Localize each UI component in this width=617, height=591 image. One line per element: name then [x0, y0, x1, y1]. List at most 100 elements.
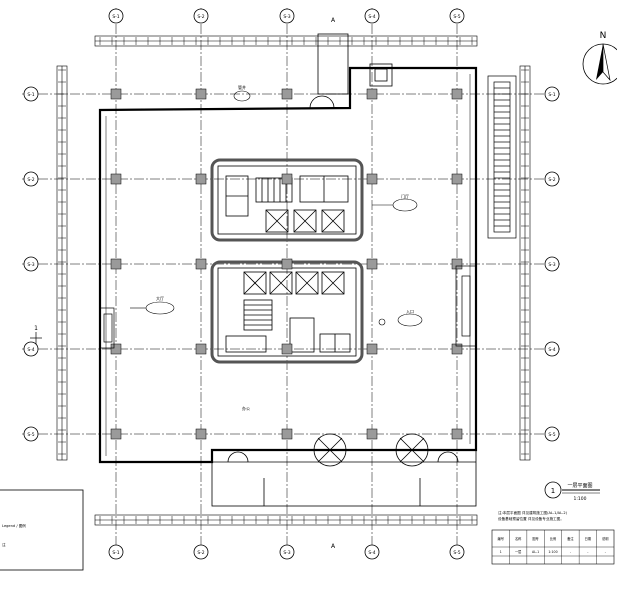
axis-bubble-label: S-4	[548, 347, 555, 353]
column	[110, 258, 122, 270]
plan-title-name: 一层平面图	[567, 483, 592, 489]
axis-bubble-top-4: S-4	[364, 8, 380, 24]
axis-bubble-bottom-5: S-5	[449, 544, 465, 560]
column	[366, 88, 378, 100]
axis-bubble-label: S-1	[112, 550, 119, 556]
room-label-lobby: 门厅	[401, 193, 409, 199]
left-legend-panel: Legend / 图例 注	[0, 489, 84, 571]
plan-title-block: 1 一层平面图 1:100	[544, 481, 600, 502]
axis-bubble-label: S-5	[453, 550, 460, 556]
table-value-cell: 一层	[515, 549, 521, 554]
left-section-mark: 1	[34, 325, 38, 332]
bottom-dimension-strip	[94, 514, 478, 526]
column	[451, 343, 463, 355]
axis-bubble-right-1: S-1	[544, 86, 560, 102]
column	[110, 88, 122, 100]
column	[110, 428, 122, 440]
north-arrow: N	[582, 31, 617, 85]
column	[366, 428, 378, 440]
table-header-cell: 编号	[498, 536, 504, 541]
table-value-cell: 1:100	[548, 550, 557, 554]
annotation-callouts	[130, 90, 423, 327]
right-stair	[455, 75, 517, 347]
axis-bubble-left-3: S-3	[23, 256, 39, 272]
axis-bubble-left-1: S-1	[23, 86, 39, 102]
axis-bubble-label: S-1	[548, 92, 555, 98]
axis-bubble-bottom-2: S-2	[193, 544, 209, 560]
column	[451, 173, 463, 185]
top-dimension-strip	[94, 35, 478, 47]
entrance-block	[211, 433, 477, 507]
plan-title-scale: 1:100	[574, 496, 587, 502]
axis-bubble-label: S-3	[548, 262, 555, 268]
table-header-cell: 图号	[532, 536, 538, 541]
column	[281, 258, 293, 270]
column	[281, 88, 293, 100]
axis-bubble-right-3: S-3	[544, 256, 560, 272]
sheet-note-line1: 注:本层平面图 详见建筑施工图(AL-1/AL-2)	[498, 510, 568, 515]
room-label-entry: 入口	[406, 309, 414, 314]
right-dimension-strip	[519, 65, 531, 461]
axis-bubble-top-3: S-3	[279, 8, 295, 24]
axis-bubble-bottom-1: S-1	[108, 544, 124, 560]
table-header-cell: 名称	[515, 536, 522, 541]
axis-bubble-top-2: S-2	[193, 8, 209, 24]
table-value-cell: 1	[500, 550, 502, 554]
column	[451, 428, 463, 440]
column	[195, 88, 207, 100]
column	[366, 258, 378, 270]
axis-bubble-right-4: S-4	[544, 341, 560, 357]
column	[451, 88, 463, 100]
axis-bubble-left-2: S-2	[23, 171, 39, 187]
table-header-cell: 说明	[602, 536, 608, 541]
axis-bubble-label: S-4	[27, 347, 34, 353]
axis-bubble-label: S-2	[197, 14, 204, 20]
axis-bubble-label: S-2	[197, 550, 204, 556]
bottom-section-mark: A	[331, 543, 336, 550]
axis-bubble-bottom-3: S-3	[279, 544, 295, 560]
column	[195, 428, 207, 440]
axis-bubble-left-5: S-5	[23, 426, 39, 442]
axis-bubble-right-5: S-5	[544, 426, 560, 442]
axis-bubble-label: S-3	[283, 550, 290, 556]
top-section-mark: A	[331, 17, 336, 24]
table-value-cell: -	[605, 550, 606, 554]
column	[195, 173, 207, 185]
column	[281, 428, 293, 440]
service-entrance	[309, 33, 393, 109]
column	[366, 173, 378, 185]
table-value-cell: -	[570, 550, 571, 554]
column	[366, 343, 378, 355]
room-label-shaft: 管井	[238, 84, 246, 90]
axis-bubble-label: S-3	[27, 262, 34, 268]
left-dimension-strip	[56, 65, 68, 461]
axis-bubble-top-5: S-5	[449, 8, 465, 24]
column	[451, 258, 463, 270]
axis-bubble-label: S-5	[27, 432, 34, 438]
column	[281, 343, 293, 355]
column	[195, 343, 207, 355]
column	[110, 173, 122, 185]
column	[281, 173, 293, 185]
north-label: N	[600, 31, 607, 41]
axis-bubble-label: S-2	[27, 177, 34, 183]
table-header-cell: 备注	[567, 536, 574, 541]
sheet-note-line2: 设备基础预留位置 详见设备专业施工图。	[498, 516, 564, 521]
plan-title-number: 1	[551, 487, 555, 495]
column	[195, 258, 207, 270]
axis-bubble-label: S-1	[27, 92, 34, 98]
axis-bubble-label: S-3	[283, 14, 290, 20]
axis-bubble-label: S-2	[548, 177, 555, 183]
legend-line1: Legend / 图例	[2, 523, 26, 528]
axis-bubble-bottom-4: S-4	[364, 544, 380, 560]
table-value-cell: AL-1	[532, 550, 539, 554]
core-upper	[210, 158, 364, 242]
axis-bubble-top-1: S-1	[108, 8, 124, 24]
axis-bubble-label: S-1	[112, 14, 119, 20]
left-side-elements	[30, 307, 115, 349]
axis-bubble-label: S-4	[368, 14, 375, 20]
axis-bubble-left-4: S-4	[23, 341, 39, 357]
